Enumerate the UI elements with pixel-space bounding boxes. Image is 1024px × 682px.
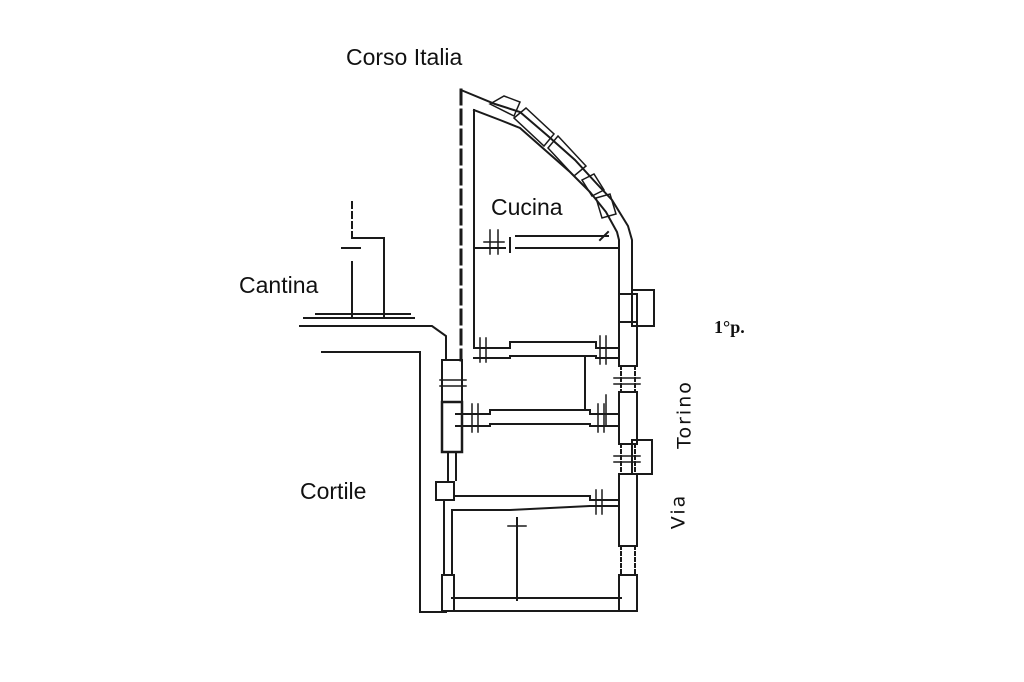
room-label-cellar: Cantina <box>239 272 319 298</box>
room-label-kitchen: Cucina <box>491 194 563 220</box>
right-facade-wall <box>605 289 655 612</box>
curved-facade-wall <box>459 88 633 301</box>
left-dashed-wall <box>459 88 475 362</box>
courtyard-boundary <box>299 325 447 613</box>
interior-partitions <box>451 249 620 601</box>
courtyard-inner-wall <box>435 359 467 612</box>
street-label-torino: Torino <box>673 380 696 449</box>
street-label-corso-italia: Corso Italia <box>346 44 463 70</box>
kitchen-partition <box>473 229 620 255</box>
cantina-stair <box>303 201 415 319</box>
street-label-via: Via <box>667 493 690 530</box>
area-label-courtyard: Cortile <box>300 478 367 504</box>
bottom-wall <box>445 597 638 612</box>
floor-level-label: 1°p. <box>714 317 745 337</box>
